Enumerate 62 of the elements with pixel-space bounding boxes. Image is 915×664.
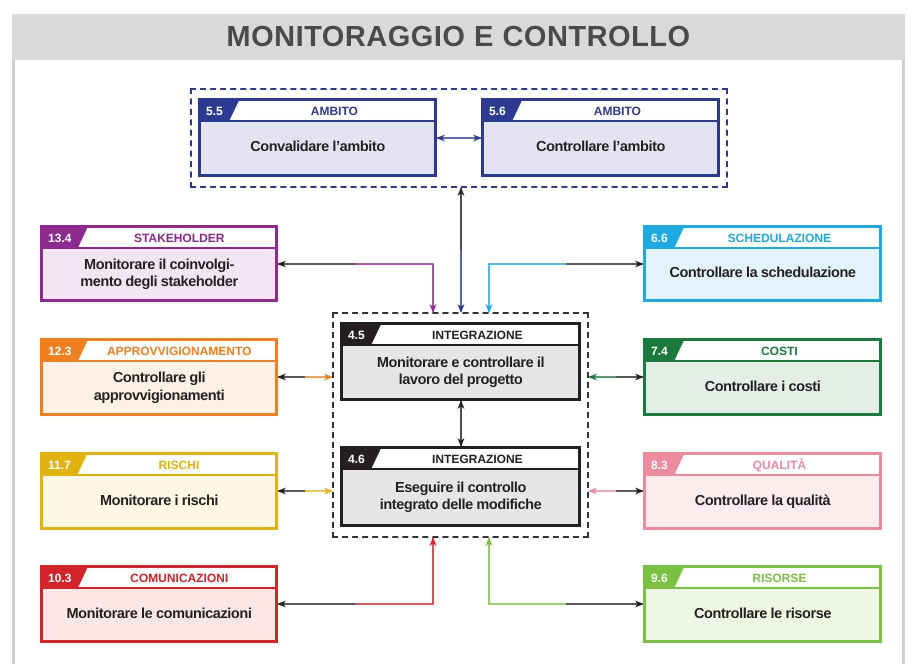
process-title: Eseguire il controllo integrato delle modifiche — [378, 478, 542, 515]
process-box — [40, 338, 278, 416]
process-number: 7.4 — [646, 341, 684, 360]
process-title: Monitorare il coinvolgi- mento degli stakeholder — [79, 256, 239, 292]
process-number: 8.3 — [646, 455, 684, 474]
process-number: 4.6 — [343, 449, 381, 468]
process-title: Controllare le risorse — [692, 604, 832, 624]
category-label: STAKEHOLDER — [132, 230, 226, 246]
process-number: 10.3 — [43, 568, 88, 587]
dashed-group-frame — [190, 88, 728, 188]
process-title: Controllare i costi — [704, 378, 822, 397]
process-box — [40, 225, 278, 302]
category-label: RISORSE — [751, 570, 808, 586]
category-label: APPROVVIGIONAMENTO — [106, 342, 252, 360]
dashed-group-frame — [332, 312, 589, 538]
process-title: Controllare la qualità — [694, 492, 832, 511]
double-arrow — [588, 373, 644, 381]
process-title: Controllare la schedulazione — [668, 264, 857, 284]
diagram-title: MONITORAGGIO E CONTROLLO — [12, 14, 905, 60]
double-arrow — [436, 134, 482, 142]
process-box — [643, 338, 882, 416]
double-arrow — [277, 260, 437, 313]
process-title: Controllare gli approvvigionamenti — [92, 369, 226, 406]
double-arrow — [485, 260, 644, 313]
category-label: QUALITÀ — [752, 456, 807, 474]
double-arrow — [277, 487, 333, 495]
process-box — [40, 452, 278, 530]
process-box — [40, 565, 278, 643]
process-number: 11.7 — [43, 455, 87, 474]
process-box — [481, 98, 720, 177]
process-box — [643, 225, 882, 302]
process-number: 9.6 — [646, 568, 684, 587]
process-title: Monitorare le comunicazioni — [66, 604, 252, 624]
category-label: RISCHI — [158, 456, 200, 474]
process-title: Controllare l’ambito — [535, 138, 666, 158]
double-arrow — [588, 487, 644, 495]
process-box — [340, 446, 581, 527]
process-title: Monitorare i rischi — [98, 492, 220, 511]
double-arrow — [457, 400, 465, 447]
double-arrow — [277, 373, 333, 381]
double-arrow — [457, 187, 465, 313]
process-number: 5.5 — [201, 101, 239, 120]
category-label: INTEGRAZIONE — [431, 326, 524, 344]
process-number: 12.3 — [43, 341, 88, 360]
process-title: Monitorare e controllare il lavoro del progetto — [376, 354, 546, 390]
category-label: INTEGRAZIONE — [431, 450, 524, 468]
process-number: 6.6 — [646, 228, 684, 247]
process-title: Convalidare l’ambito — [249, 138, 386, 158]
double-arrow — [277, 537, 437, 608]
category-label: AMBITO — [592, 102, 642, 120]
process-number: 5.6 — [484, 101, 522, 120]
process-box — [643, 565, 882, 643]
category-label: COMUNICAZIONI — [129, 570, 230, 586]
category-label: SCHEDULAZIONE — [726, 230, 832, 246]
process-box — [340, 322, 581, 401]
process-number: 13.4 — [43, 228, 88, 247]
process-box — [643, 452, 882, 530]
process-number: 4.5 — [343, 325, 381, 344]
process-box — [198, 98, 437, 177]
category-label: AMBITO — [310, 102, 359, 120]
category-label: COSTI — [760, 342, 799, 360]
double-arrow — [485, 537, 644, 608]
